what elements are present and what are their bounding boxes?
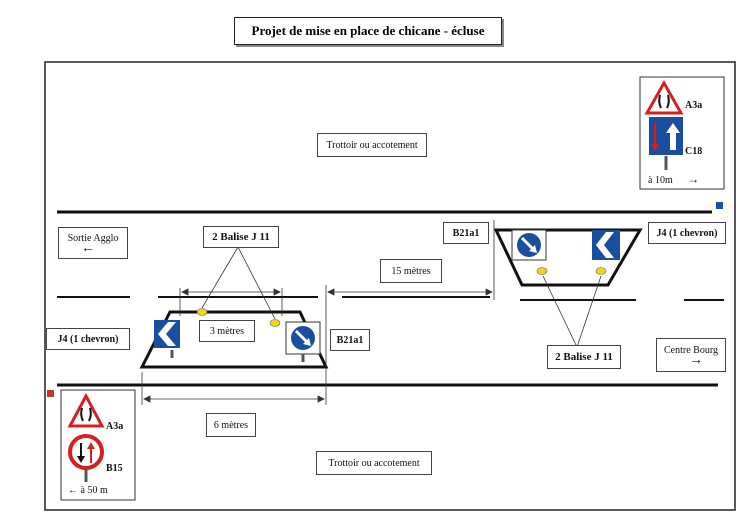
dimension-15m-label: 15 mètres [380,259,442,283]
arrow-right-icon: → [687,172,700,186]
sign-a3a-label-top: A3a [685,100,703,111]
dim-15m [325,220,495,372]
b21a1-sign-left [285,321,321,362]
sign-b15-label: B15 [106,463,123,474]
sign-panel-top [639,76,725,190]
j4-label-left: J4 (1 chevron) [46,328,130,350]
exit-right-label: Centre Bourg → [656,338,726,372]
center-line [57,296,724,301]
balise-label-right: 2 Balise J 11 [547,345,621,369]
sign-c18-label: C18 [685,146,703,157]
leader-lines [201,246,602,348]
sign-a3a-label-bottom: A3a [106,421,124,432]
dimension-3m-label: 3 mètres [199,320,255,342]
exit-left-label: Sortie Agglo ← [58,227,128,259]
arrow-right-icon: → [689,352,703,368]
marker-blue [716,202,723,209]
sign-panel-bottom [60,389,136,501]
j4-label-right: J4 (1 chevron) [648,222,726,244]
distance-label-top: à 10m → [648,172,699,187]
exit-right-text: Centre Bourg [664,344,718,356]
distance-label-bottom: ← à 50 m [68,485,108,496]
j4-chevron-sign-left [154,320,180,358]
b21a1-label-left: B21a1 [330,329,370,351]
j4-chevron-sign-right [592,230,620,260]
balise-markers [196,267,607,327]
dim-6m [141,372,327,405]
dimension-6m-label: 6 mètres [206,413,256,437]
diagram-frame [44,61,736,511]
dim-3m [179,288,283,316]
balise-label-left: 2 Balise J 11 [203,226,279,248]
b21a1-sign-right [511,229,547,261]
sidewalk-label-bottom: Trottoir ou accotement [316,451,432,475]
exit-left-text: Sortie Agglo [67,232,119,244]
marker-red [47,390,54,397]
arrow-left-icon: ← [81,240,95,256]
sidewalk-label-top: Trottoir ou accotement [317,133,427,157]
page-title: Projet de mise en place de chicane - écl… [234,17,502,45]
b21a1-label-right: B21a1 [443,222,489,244]
distance-text-top: à 10m [648,175,673,186]
